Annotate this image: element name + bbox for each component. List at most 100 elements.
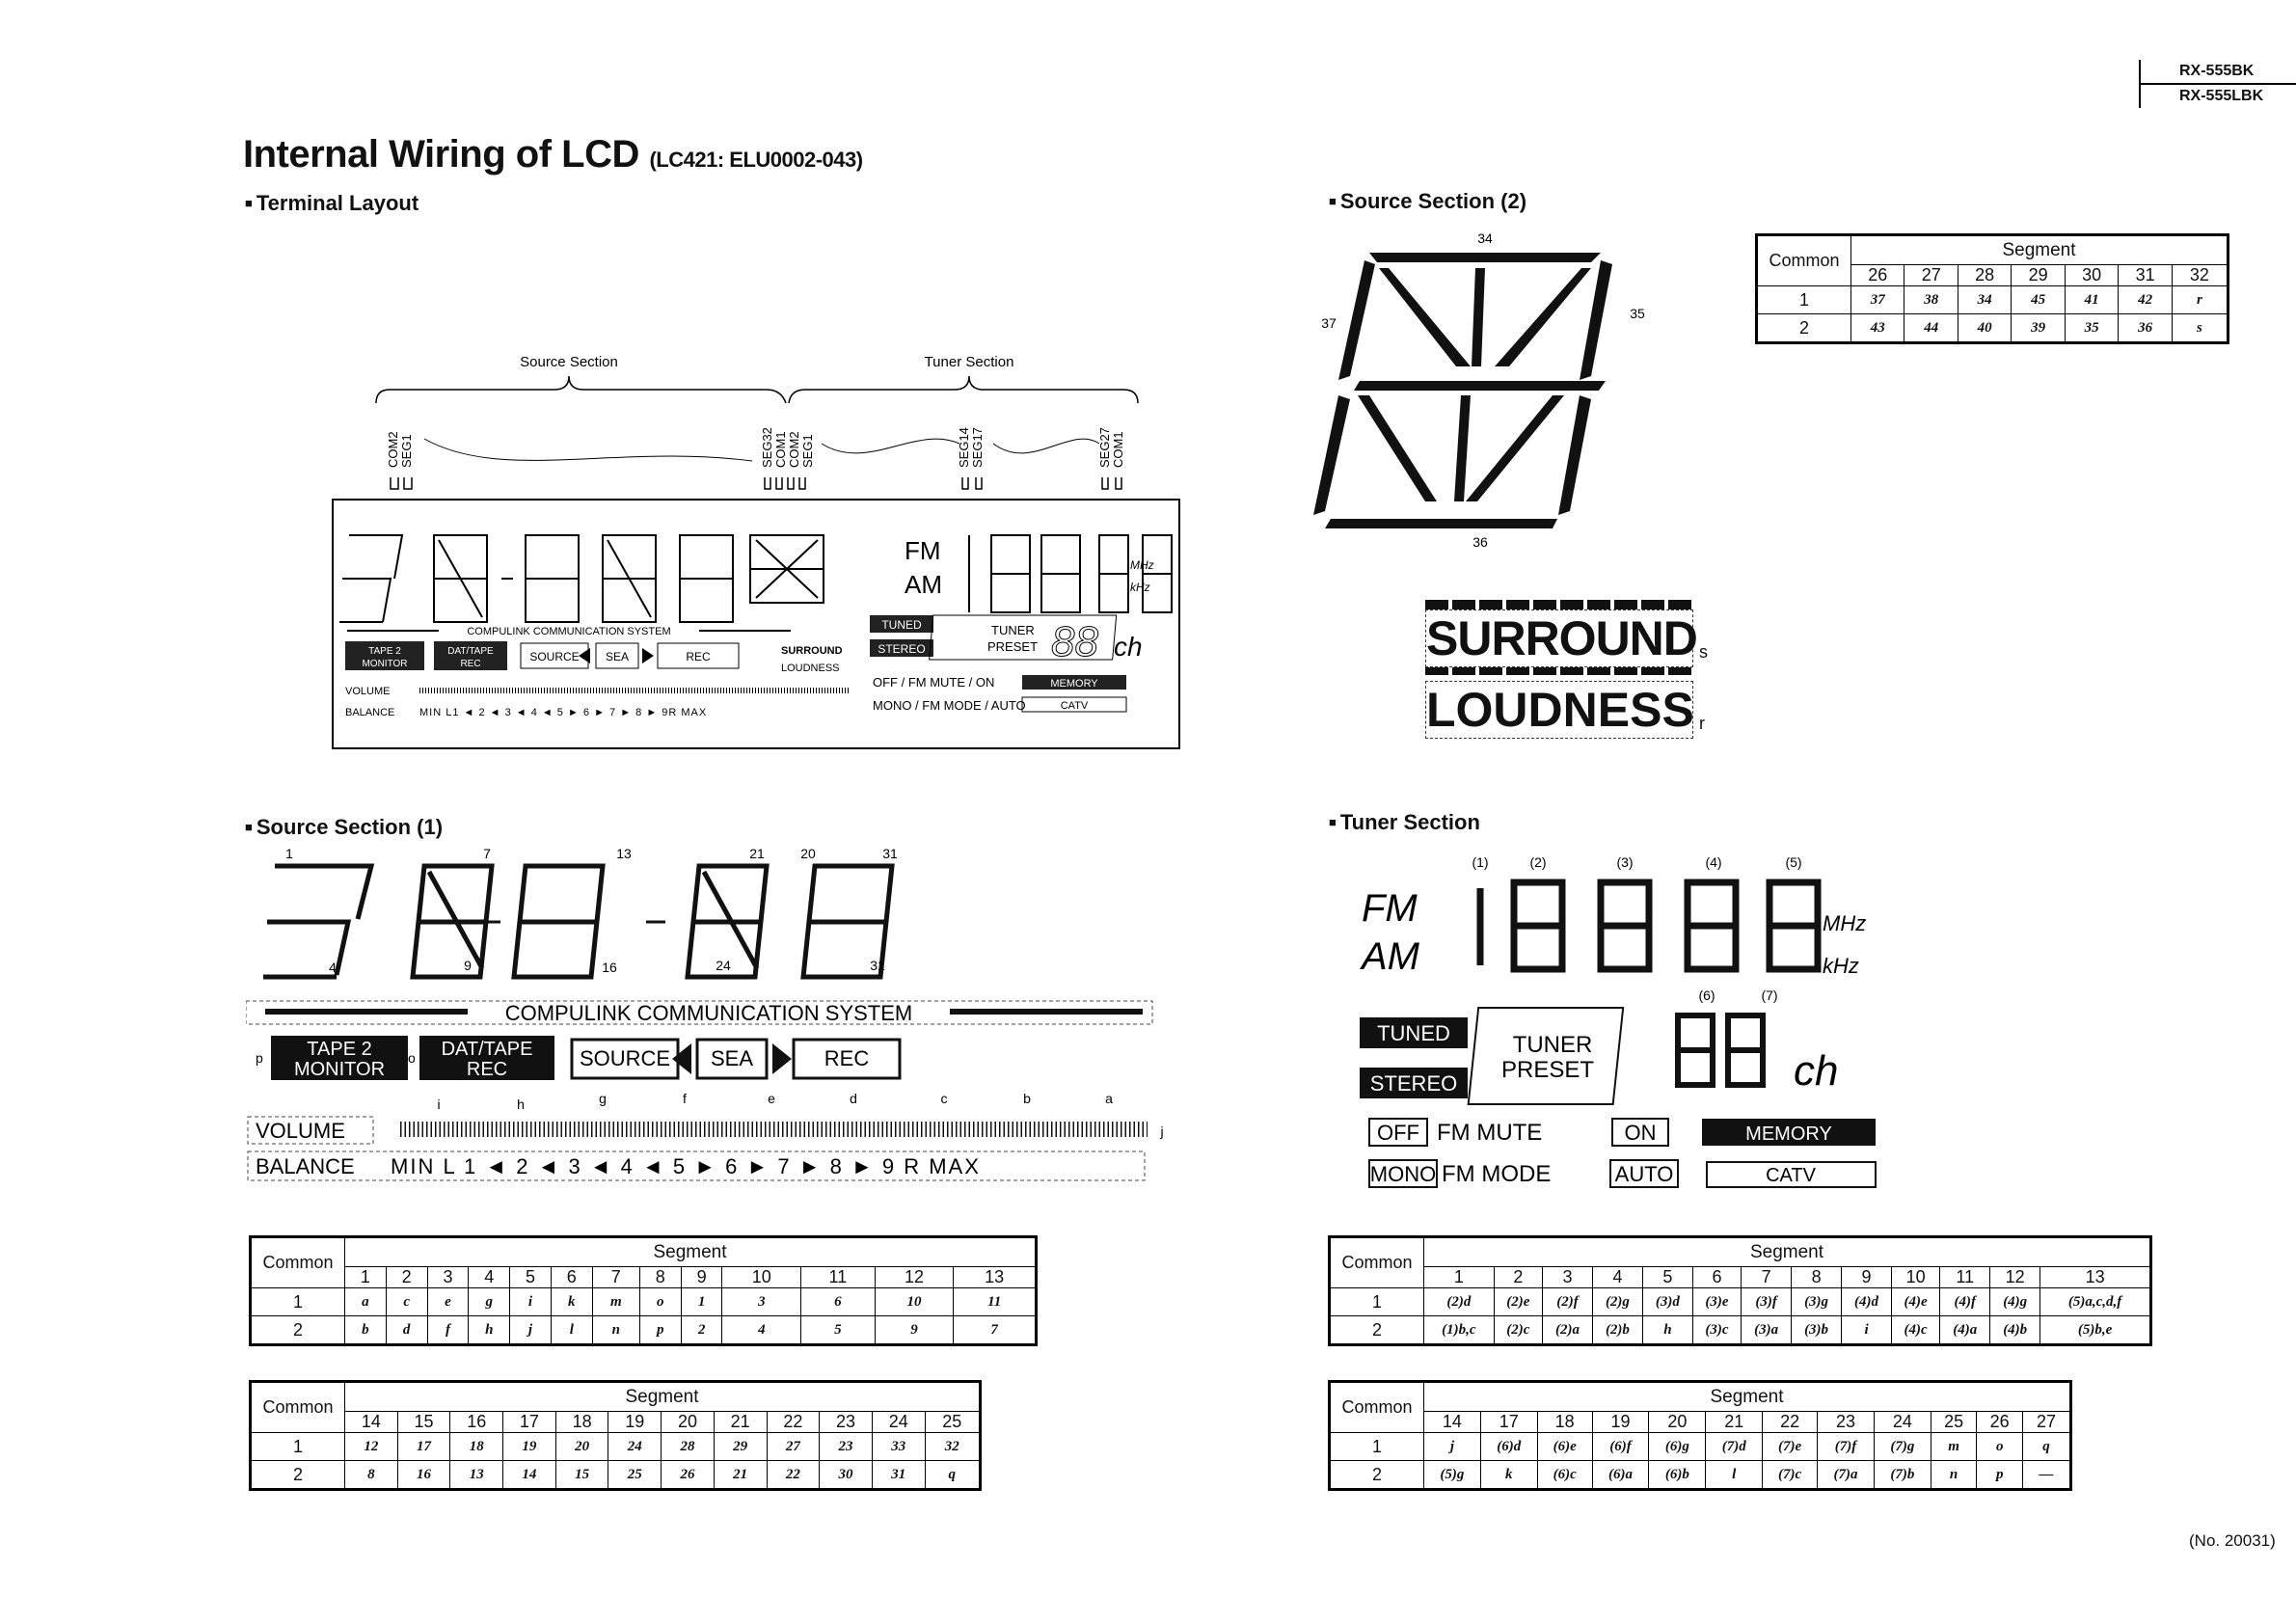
segment-column-header: 6 [1691, 1266, 1742, 1288]
segment-column-header: 23 [1817, 1411, 1875, 1433]
segment-cell: (2)e [1493, 1287, 1544, 1316]
segment-column-header: 20 [1648, 1411, 1707, 1433]
segment-cell: 25 [608, 1460, 662, 1490]
segment-cell: (4)f [1939, 1287, 1991, 1316]
svg-text:OFF: OFF [1377, 1121, 1419, 1145]
tuner-section-label: Tuner Section [925, 354, 1014, 370]
source-brace [375, 375, 787, 404]
svg-text:STEREO: STEREO [1370, 1071, 1457, 1096]
svg-text:9: 9 [464, 958, 472, 973]
svg-text:REC: REC [467, 1059, 507, 1080]
title-main: Internal Wiring of LCD [243, 133, 639, 176]
segment-cell: 14 [502, 1460, 556, 1490]
svg-text:REC: REC [824, 1046, 870, 1070]
segment-cell: 27 [766, 1432, 821, 1461]
segment-cell: (3)f [1741, 1287, 1793, 1316]
segment-cell: (5)g [1423, 1460, 1481, 1490]
segment-cell: (5)b,e [2039, 1315, 2151, 1345]
svg-text:TUNED: TUNED [881, 618, 922, 632]
svg-text:SOURCE: SOURCE [580, 1046, 670, 1070]
segment-column-header: 9 [1841, 1266, 1892, 1288]
segment-cell: (7)c [1762, 1460, 1819, 1490]
segment-column-header: 11 [800, 1266, 876, 1288]
segment-cell: 24 [608, 1432, 662, 1461]
segment-cell: 16 [396, 1460, 451, 1490]
model-box: RX-555BK RX-555LBK [2139, 60, 2296, 108]
segment-column-header: 19 [608, 1411, 662, 1433]
segment-cell: (1)b,c [1423, 1315, 1495, 1345]
svg-text:4: 4 [329, 960, 337, 975]
segment-column-header: 15 [396, 1411, 451, 1433]
tuner-brace [788, 375, 1139, 404]
segment-cell: 9 [874, 1315, 955, 1345]
segment-column-header: 27 [2022, 1411, 2071, 1433]
tuned-indicator [1360, 1017, 1468, 1048]
svg-text:1: 1 [285, 847, 293, 861]
svg-text:ch: ch [1114, 632, 1143, 662]
lcd-mhz: MHz [1130, 558, 1154, 572]
segment-column-header: 7 [591, 1266, 640, 1288]
svg-text:(3): (3) [1616, 854, 1633, 870]
segment-cell: — [2022, 1460, 2071, 1490]
svg-text:MONITOR: MONITOR [294, 1059, 385, 1080]
segment-cell: o [1976, 1432, 2023, 1461]
source-section-label: Source Section [520, 354, 618, 370]
segment-cell: 29 [713, 1432, 768, 1461]
segment-cell: 3 [721, 1287, 802, 1316]
segment-cell: 32 [924, 1432, 982, 1461]
segment-cell: 18 [449, 1432, 504, 1461]
model-number-2: RX-555LBK [2179, 88, 2264, 104]
svg-text:MONITOR: MONITOR [362, 659, 407, 669]
segment-column-header: 21 [1705, 1411, 1764, 1433]
segment-cell: i [1841, 1315, 1892, 1345]
segment-cell: (3)e [1691, 1287, 1742, 1316]
segment-cell: (7)g [1873, 1432, 1931, 1461]
svg-text:kHz: kHz [1823, 954, 1859, 978]
segment-cell: q [924, 1460, 982, 1490]
segment-column-header: 11 [1939, 1266, 1991, 1288]
lcd-frame [332, 499, 1180, 749]
segment-cell: g [468, 1287, 511, 1316]
segment-cell: i [509, 1287, 552, 1316]
segment-cell: 23 [819, 1432, 873, 1461]
svg-text:TUNED: TUNED [1377, 1021, 1450, 1045]
lcd-compulink-small: COMPULINK COMMUNICATION SYSTEM [467, 626, 670, 637]
svg-text:SOURCE: SOURCE [529, 650, 579, 663]
svg-text:(6): (6) [1698, 988, 1715, 1003]
segment-cell: f [426, 1315, 470, 1345]
svg-text:31: 31 [882, 847, 898, 861]
svg-text:MONO: MONO [1370, 1162, 1436, 1186]
svg-text:d: d [850, 1091, 857, 1106]
segment-cell: (7)f [1817, 1432, 1875, 1461]
segment-cell: (3)b [1791, 1315, 1843, 1345]
svg-text:e: e [768, 1091, 775, 1106]
segment-column-header: 24 [871, 1411, 926, 1433]
svg-text:SEA: SEA [711, 1046, 753, 1070]
model-divider [2141, 83, 2296, 85]
svg-text:24: 24 [716, 958, 731, 973]
heading-source-section-2: Source Section (2) [1329, 189, 1526, 214]
svg-text:MIN L 1 ◄ 2 ◄ 3 ◄ 4 ◄ 5 ► 6 ►: MIN L 1 ◄ 2 ◄ 3 ◄ 4 ◄ 5 ► 6 ► 7 ► 8 ► 9 … [391, 1154, 981, 1178]
segment-column-header: 26 [1976, 1411, 2023, 1433]
segment-cell: (7)e [1762, 1432, 1819, 1461]
segment-cell: 10 [874, 1287, 955, 1316]
segment-cell: 31 [871, 1460, 926, 1490]
segment-cell: 6 [800, 1287, 876, 1316]
svg-text:MEMORY: MEMORY [1745, 1123, 1832, 1145]
segment-column-header: 1 [1423, 1266, 1495, 1288]
segment-cell: (4)a [1939, 1315, 1991, 1345]
segment-cell: 19 [502, 1432, 556, 1461]
segment-cell: 2 [680, 1315, 723, 1345]
segment-cell: (4)e [1890, 1287, 1941, 1316]
svg-text:VOLUME: VOLUME [256, 1119, 345, 1143]
svg-text:g: g [599, 1091, 607, 1106]
pin-label-seg1b: SEG1 [800, 434, 815, 468]
segment-cell: d [385, 1315, 428, 1345]
segment-cell: (6)g [1648, 1432, 1707, 1461]
svg-text:FM: FM [1362, 887, 1418, 930]
segment-cell: 15 [554, 1460, 609, 1490]
svg-text:h: h [517, 1096, 525, 1112]
segment-column-header: 20 [661, 1411, 715, 1433]
segment-cell: (2)f [1542, 1287, 1593, 1316]
